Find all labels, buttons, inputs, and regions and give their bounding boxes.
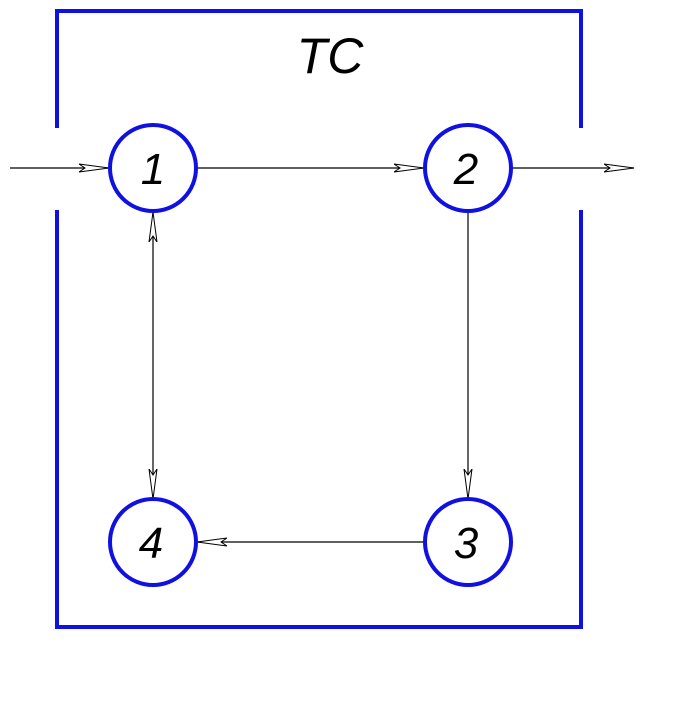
node-1: 1 — [108, 123, 198, 213]
system-boundary — [55, 9, 583, 629]
node-2-label: 2 — [453, 145, 478, 194]
node-1-label: 1 — [141, 145, 165, 194]
node-1-circle — [108, 123, 198, 213]
system-title: TC — [297, 28, 365, 84]
node-2-circle — [423, 123, 513, 213]
boundary-top-segment — [55, 9, 583, 128]
edges — [10, 168, 634, 542]
node-3: 3 — [423, 497, 513, 587]
node-3-label: 3 — [454, 519, 479, 568]
node-4-circle — [108, 497, 198, 587]
node-2: 2 — [423, 123, 513, 213]
node-4-label: 4 — [139, 519, 163, 568]
node-4: 4 — [108, 497, 198, 587]
boundary-bottom-segment — [55, 210, 583, 629]
node-3-circle — [423, 497, 513, 587]
